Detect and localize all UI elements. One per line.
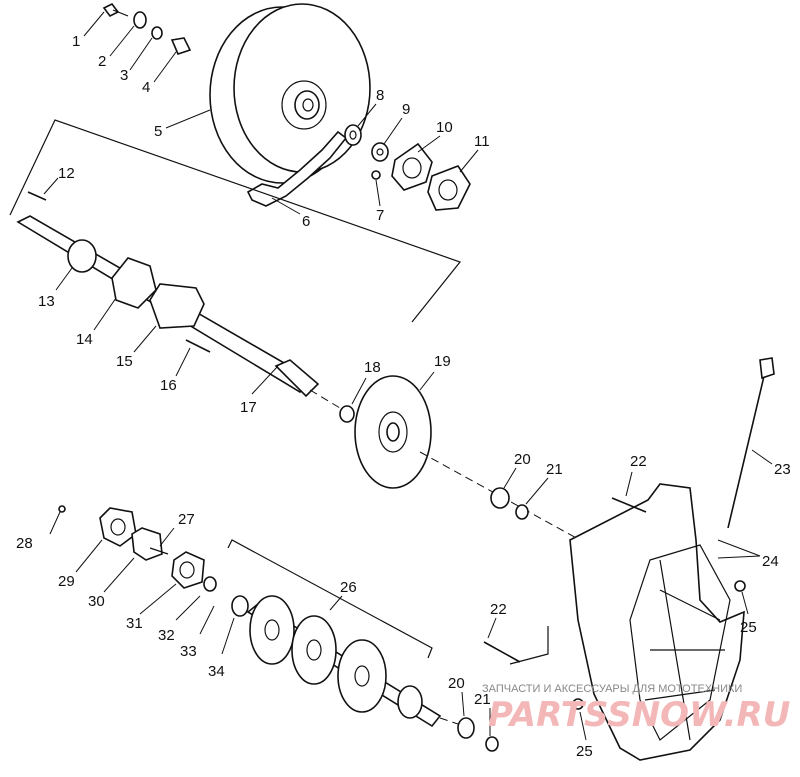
o-ring xyxy=(515,504,529,520)
callout-1: 1 xyxy=(72,33,80,50)
nut xyxy=(58,505,66,513)
bolt-washer-set-top xyxy=(102,2,192,55)
callout-20-lower: 20 xyxy=(448,675,465,692)
leader-lines xyxy=(43,11,773,741)
callout-3: 3 xyxy=(120,67,128,84)
seal xyxy=(490,487,510,509)
watermark-caption: ЗАПЧАСТИ И АКСЕССУАРЫ ДЛЯ МОТОТЕХНИКИ xyxy=(482,683,742,695)
callout-13: 13 xyxy=(38,293,55,310)
bearing-plate xyxy=(99,507,137,547)
gasket xyxy=(131,527,163,561)
callout-5: 5 xyxy=(154,123,162,140)
callout-28: 28 xyxy=(16,535,33,552)
callout-19: 19 xyxy=(434,353,451,370)
callout-27: 27 xyxy=(178,511,195,528)
roll-pin xyxy=(27,191,47,201)
nut xyxy=(734,580,746,592)
callout-34: 34 xyxy=(208,663,225,680)
bearing-hardware-top xyxy=(344,124,471,211)
watermark-logo: PARTSSNOW.RU xyxy=(488,695,790,735)
callout-15: 15 xyxy=(116,353,133,370)
callout-labels: 1 2 3 4 5 6 7 8 9 10 11 12 13 14 15 16 1… xyxy=(16,33,791,760)
callout-7: 7 xyxy=(376,207,384,224)
callout-12: 12 xyxy=(58,165,75,182)
bearing-flange xyxy=(171,551,205,589)
callout-11: 11 xyxy=(474,133,490,150)
callout-6: 6 xyxy=(302,213,310,230)
bolt xyxy=(483,641,521,663)
callout-23: 23 xyxy=(774,461,791,478)
callout-8: 8 xyxy=(376,87,384,104)
callout-16: 16 xyxy=(160,377,177,394)
o-ring xyxy=(485,736,499,752)
bolt xyxy=(611,497,647,513)
callout-32: 32 xyxy=(158,627,175,644)
callout-9: 9 xyxy=(402,101,410,118)
watermark: ЗАПЧАСТИ И АКСЕССУАРЫ ДЛЯ МОТОТЕХНИКИ PA… xyxy=(482,683,790,735)
callout-20-upper: 20 xyxy=(514,451,531,468)
callout-18: 18 xyxy=(364,359,381,376)
callout-2: 2 xyxy=(98,53,106,70)
callout-30: 30 xyxy=(88,593,105,610)
callout-25-upper: 25 xyxy=(740,619,757,636)
callout-14: 14 xyxy=(76,331,93,348)
seal xyxy=(231,595,249,617)
nut xyxy=(572,698,584,710)
bearing xyxy=(67,239,97,273)
callout-21-upper: 21 xyxy=(546,461,563,478)
jackshaft-group-bracket xyxy=(9,119,461,323)
callout-10: 10 xyxy=(436,119,453,136)
callout-4: 4 xyxy=(142,79,150,96)
callout-29: 29 xyxy=(58,573,75,590)
drive-pulley xyxy=(209,3,371,184)
brake-disc xyxy=(354,375,432,489)
callout-25-lower: 25 xyxy=(576,743,593,760)
callout-31: 31 xyxy=(126,615,143,632)
bolt xyxy=(185,339,211,353)
seal xyxy=(457,717,475,739)
chaincase-cover-ribs xyxy=(629,544,731,741)
drive-axle-sprockets xyxy=(246,595,442,728)
callout-22-upper: 22 xyxy=(630,453,647,470)
drive-axle-group-bracket xyxy=(227,539,433,659)
callout-21-lower: 21 xyxy=(474,691,491,708)
chaincase xyxy=(569,483,745,761)
callout-17: 17 xyxy=(240,399,257,416)
callout-24: 24 xyxy=(762,553,779,570)
bearing xyxy=(203,576,217,592)
callout-26: 26 xyxy=(340,579,357,596)
o-ring xyxy=(339,405,355,423)
bearing-housing xyxy=(149,283,205,329)
callout-33: 33 xyxy=(180,643,197,660)
callout-22-lower: 22 xyxy=(490,601,507,618)
speedometer-cable xyxy=(727,371,766,529)
